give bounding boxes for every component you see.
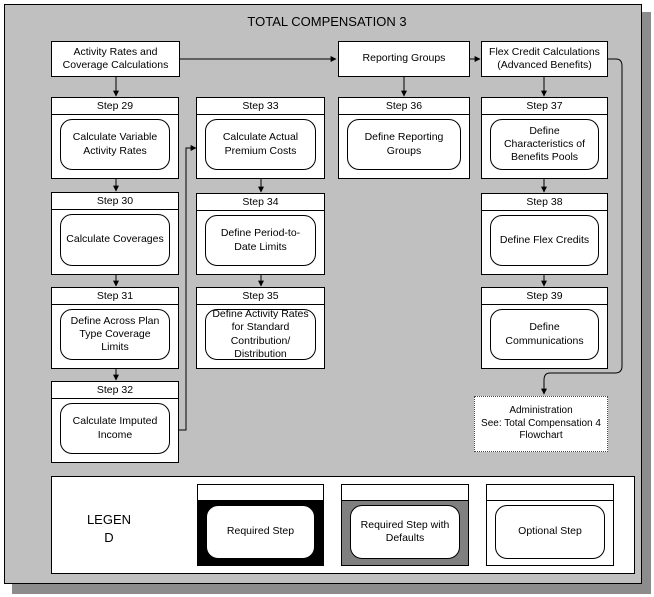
legend-title-line2: D <box>104 529 114 545</box>
step-39-card: Step 39 Define Communications <box>481 287 608 369</box>
step-32-card: Step 32 Calculate Imputed Income <box>51 381 179 463</box>
legend-optional-label: Optional Step <box>495 505 605 559</box>
step-32-label: Calculate Imputed Income <box>60 403 170 454</box>
step-33-card: Step 33 Calculate Actual Premium Costs <box>196 97 325 179</box>
step-35-header: Step 35 <box>197 288 324 305</box>
step-30-card: Step 30 Calculate Coverages <box>51 192 179 275</box>
legend-required-card: Required Step <box>197 484 324 566</box>
legend-title-line1: LEGEN <box>86 512 132 527</box>
legend-required-defaults-header <box>342 485 468 501</box>
step-33-header: Step 33 <box>197 98 324 115</box>
step-30-header: Step 30 <box>52 193 178 210</box>
step-31-card: Step 31 Define Across Plan Type Coverage… <box>51 287 179 369</box>
step-30-label: Calculate Coverages <box>60 214 170 266</box>
step-34-label: Define Period-to-Date Limits <box>205 215 316 266</box>
step-38-label: Define Flex Credits <box>490 215 599 266</box>
step-34-header: Step 34 <box>197 194 324 211</box>
legend-required-label: Required Step <box>206 505 315 559</box>
diagram-title: TOTAL COMPENSATION 3 <box>247 14 407 29</box>
legend-optional-header <box>487 485 613 501</box>
step-37-label: Define Characteristics of Benefits Pools <box>490 119 599 170</box>
step-35-card: Step 35 Define Activity Rates for Standa… <box>196 287 325 369</box>
step-36-label: Define Reporting Groups <box>347 119 461 170</box>
legend-title: LEGEN D <box>78 511 140 546</box>
step-29-label: Calculate Variable Activity Rates <box>60 119 170 170</box>
step-29-card: Step 29 Calculate Variable Activity Rate… <box>51 97 179 179</box>
activity-rates-box: Activity Rates and Coverage Calculations <box>51 41 180 77</box>
step-33-label: Calculate Actual Premium Costs <box>205 119 316 170</box>
reporting-groups-box: Reporting Groups <box>338 41 470 77</box>
legend-required-header <box>198 485 323 501</box>
step-36-card: Step 36 Define Reporting Groups <box>338 97 470 179</box>
step-37-card: Step 37 Define Characteristics of Benefi… <box>481 97 608 179</box>
flex-credit-box: Flex Credit Calculations (Advanced Benef… <box>481 41 608 77</box>
step-31-label: Define Across Plan Type Coverage Limits <box>60 309 170 360</box>
administration-box: Administration See: Total Compensation 4… <box>474 396 608 452</box>
step-32-header: Step 32 <box>52 382 178 399</box>
step-31-header: Step 31 <box>52 288 178 305</box>
step-38-card: Step 38 Define Flex Credits <box>481 193 608 275</box>
administration-see: See: Total Compensation 4 <box>481 417 601 429</box>
step-38-header: Step 38 <box>482 194 607 211</box>
arrow-step32-to-step33 <box>178 145 197 431</box>
step-36-header: Step 36 <box>339 98 469 115</box>
administration-flowchart: Flowchart <box>519 430 563 442</box>
step-29-header: Step 29 <box>52 98 178 115</box>
step-37-header: Step 37 <box>482 98 607 115</box>
legend-required-defaults-card: Required Step with Defaults <box>341 484 469 566</box>
legend-required-defaults-label: Required Step with Defaults <box>350 505 460 559</box>
step-39-header: Step 39 <box>482 288 607 305</box>
step-35-label: Define Activity Rates for Standard Contr… <box>205 308 316 360</box>
step-34-card: Step 34 Define Period-to-Date Limits <box>196 193 325 275</box>
legend-optional-card: Optional Step <box>486 484 614 566</box>
arrow-flex-to-administration <box>541 58 623 395</box>
step-39-label: Define Communications <box>490 309 599 360</box>
administration-title: Administration <box>509 405 573 417</box>
